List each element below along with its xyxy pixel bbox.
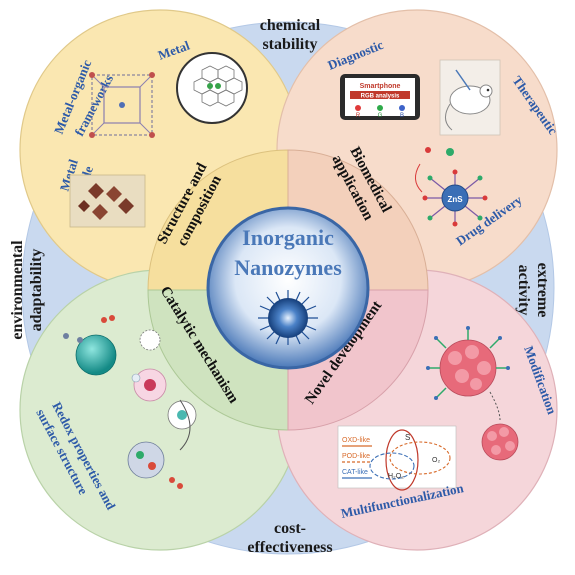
center-title-1: Inorganic bbox=[242, 225, 334, 250]
catalyst-particles-illustration bbox=[63, 315, 197, 489]
venn-o2: O₂ bbox=[432, 457, 440, 464]
ring-label-top-1: chemical bbox=[260, 17, 321, 34]
phone-subtitle: RGB analysis bbox=[361, 94, 400, 100]
ring-label-bottom-2: effectiveness bbox=[247, 539, 332, 556]
center-title-2: Nanozymes bbox=[234, 255, 342, 280]
phone-g: G bbox=[378, 113, 383, 119]
venn-s: S bbox=[405, 433, 410, 442]
metal-oxide-illustration bbox=[69, 174, 146, 228]
ring-label-bottom-1: cost- bbox=[274, 520, 306, 537]
ring-label-left-2: adaptability bbox=[28, 249, 45, 332]
mof-illustration bbox=[89, 72, 155, 138]
nanozyme-urchin-icon bbox=[258, 290, 318, 345]
legend-pod: POD-like bbox=[342, 453, 370, 460]
phone-b: B bbox=[400, 113, 404, 119]
smartphone-illustration: Smartphone RGB analysis R G B bbox=[340, 74, 420, 120]
metal-lattice-illustration bbox=[176, 52, 248, 124]
zns-text: ZnS bbox=[447, 195, 463, 204]
center-hub: Inorganic Nanozymes bbox=[206, 206, 370, 370]
ring-label-right-1: extreme bbox=[534, 263, 551, 318]
ring-label-left-1: environmental bbox=[9, 240, 26, 340]
modified-particle-illustration bbox=[426, 326, 519, 461]
venn-h2o2: H₂O₂ bbox=[388, 473, 404, 480]
legend-cat: CAT-like bbox=[342, 469, 368, 476]
phone-r: R bbox=[356, 113, 361, 119]
legend-oxd: OXD-like bbox=[342, 437, 370, 444]
zns-particle-illustration: ZnS bbox=[415, 147, 488, 227]
phone-title: Smartphone bbox=[360, 83, 401, 90]
ring-label-top-2: stability bbox=[262, 36, 317, 53]
multifunction-illustration: OXD-like POD-like CAT-like S O₂ H₂O₂ bbox=[337, 425, 457, 491]
mouse-illustration bbox=[439, 59, 501, 136]
ring-label-right-2: activity bbox=[515, 265, 532, 316]
